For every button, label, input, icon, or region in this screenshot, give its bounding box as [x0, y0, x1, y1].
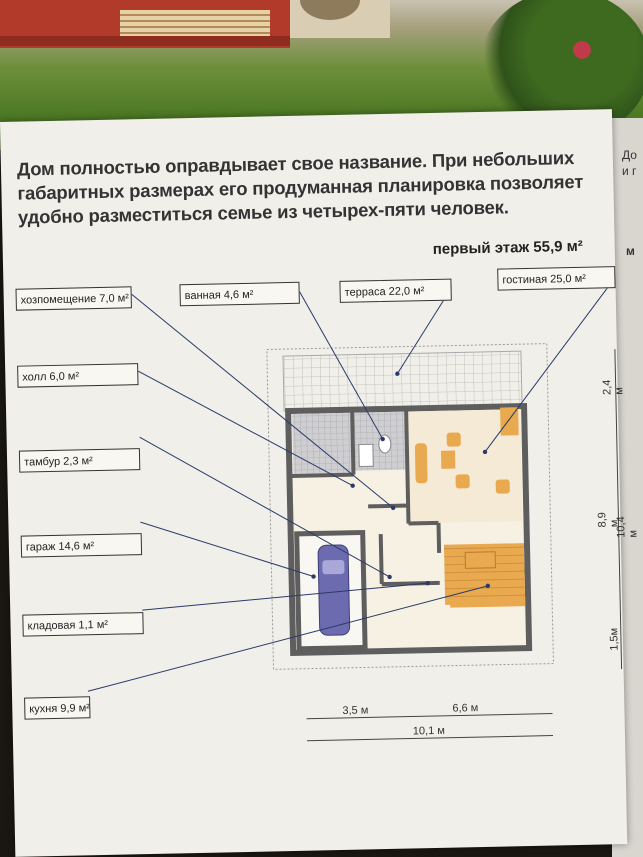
dimension-line: [619, 609, 623, 670]
utility-room: [292, 412, 352, 474]
magazine-page: Дом полностью оправдывает свое название.…: [0, 109, 640, 857]
leader-dots: [311, 371, 491, 589]
facade-base: [0, 36, 290, 46]
dimension-lines: [306, 348, 628, 742]
living-room-floor: [408, 409, 523, 524]
article-headline: Дом полностью оправдывает свое название.…: [16, 146, 584, 228]
bathroom: [354, 411, 406, 471]
room-label-terrace: терраса 22,0 м²: [339, 278, 452, 303]
dimension-1-5: 1,5м: [608, 627, 621, 651]
room-label-kitchen: кухня 9,9 м²: [24, 696, 91, 720]
leader-lines: [87, 276, 616, 692]
leader-dot: [387, 574, 392, 580]
room-label-storage: кладовая 1,1 м²: [22, 612, 144, 637]
house-facade: [0, 0, 290, 48]
garage: [294, 529, 368, 652]
armchair-icon: [455, 474, 470, 489]
leader-line: [142, 582, 428, 611]
cabinet-icon: [500, 407, 519, 436]
room-label-hall: холл 6,0 м²: [17, 363, 139, 388]
leader-dot: [390, 505, 396, 511]
car-window: [322, 559, 345, 575]
leader-dot: [311, 574, 316, 579]
room-label-utility: хозпомещение 7,0 м²: [15, 286, 132, 311]
armchair-icon: [446, 432, 461, 447]
dimension-2-4: 2,4 м: [601, 379, 626, 396]
leader-line: [139, 436, 390, 578]
leader-dot: [395, 371, 400, 376]
leader-line: [138, 370, 353, 487]
room-label-bathroom: ванная 4,6 м²: [179, 281, 300, 307]
interior-walls: [291, 409, 442, 587]
dimension-10-4: 10,4 м: [615, 516, 640, 538]
armchair-icon: [495, 479, 510, 494]
kitchen-floor: [443, 543, 526, 605]
next-page-text-3: м: [626, 244, 635, 258]
next-page-text-1: До: [622, 148, 637, 162]
room-label-vestibule: тамбур 2,3 м²: [18, 448, 141, 473]
kitchen-counter: [450, 596, 526, 608]
leader-dot: [380, 436, 385, 442]
terrace-area: [282, 350, 523, 412]
dining-table-icon: [464, 551, 496, 569]
leader-line: [140, 521, 314, 578]
leader-dot: [482, 449, 488, 455]
toilet-icon: [378, 434, 392, 454]
floor-title: первый этаж 55,9 м²: [432, 237, 583, 258]
site-outline: [266, 343, 554, 670]
tree-foliage: [300, 0, 360, 20]
table-icon: [440, 450, 456, 469]
room-label-garage: гараж 14,6 м²: [20, 533, 143, 558]
bathtub-icon: [358, 443, 374, 468]
room-label-living: гостиная 25,0 м²: [497, 266, 616, 291]
dimension-10-1: 10,1 м: [412, 724, 446, 738]
sofa-icon: [414, 443, 428, 484]
leader-line: [484, 276, 616, 453]
dimension-3-5: 3,5 м: [342, 704, 369, 717]
dimension-6-6: 6,6 м: [452, 702, 479, 715]
leader-dot: [425, 580, 430, 586]
leader-line: [131, 293, 394, 509]
building-outline: [285, 403, 533, 657]
facade-panel: [120, 10, 270, 40]
leader-line: [299, 291, 384, 440]
next-page-text-2: и г: [622, 164, 637, 178]
leader-line: [87, 585, 488, 692]
leader-dot: [350, 483, 355, 488]
leader-dot: [485, 583, 491, 589]
car-icon: [317, 544, 351, 636]
